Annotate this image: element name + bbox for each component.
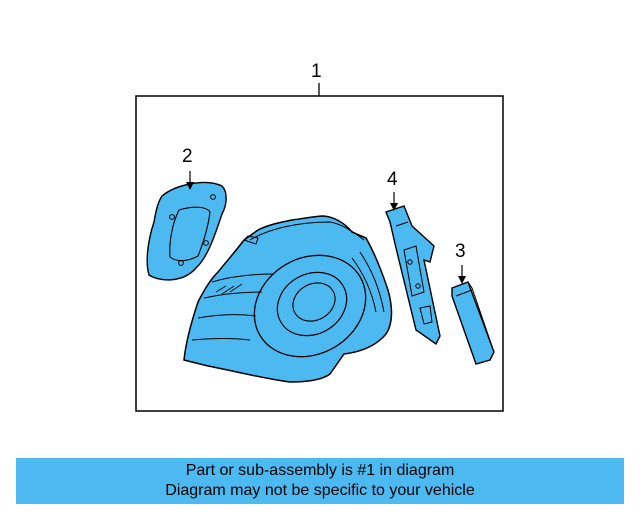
parts-diagram — [135, 83, 504, 412]
arrow-4-head — [390, 203, 398, 211]
callout-3: 3 — [455, 241, 466, 262]
part-2-gasket[interactable] — [146, 181, 227, 281]
banner-line-1: Part or sub-assembly is #1 in diagram — [185, 462, 455, 479]
callout-4: 4 — [387, 169, 398, 190]
callout-2: 2 — [182, 146, 193, 167]
arrow-2-head — [186, 182, 194, 190]
banner-line-2: Diagram may not be specific to your vehi… — [165, 482, 475, 499]
part-1-tail-lamp[interactable] — [183, 215, 393, 383]
arrow-3-head — [458, 276, 466, 284]
callout-1: 1 — [311, 61, 322, 82]
info-banner: Part or sub-assembly is #1 in diagram Di… — [16, 458, 624, 504]
part-3-reflector[interactable] — [451, 281, 495, 365]
part-4-bracket[interactable] — [385, 205, 441, 346]
